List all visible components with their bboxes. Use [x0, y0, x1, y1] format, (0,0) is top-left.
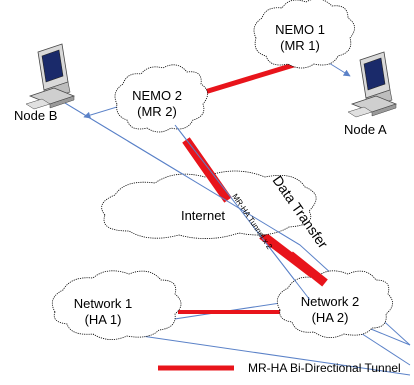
- tunnel-over-internet-a: [182, 137, 232, 203]
- computer-icon: [347, 51, 398, 118]
- computer-icon: [25, 43, 76, 110]
- cloud-network-2: Network 2 (HA 2): [276, 270, 393, 338]
- nemo2-line2: (MR 2): [137, 104, 177, 119]
- node-a: Node A: [344, 51, 398, 137]
- network1-line1: Network 1: [74, 296, 133, 311]
- internet-label: Internet: [181, 208, 225, 223]
- node-a-label: Node A: [344, 122, 387, 137]
- tunnel-nemo2-nemo1: [194, 61, 298, 98]
- network1-line2: (HA 1): [85, 312, 122, 327]
- network2-line1: Network 2: [301, 294, 360, 309]
- nemo1-line2: (MR 1): [280, 38, 320, 53]
- data-line-long-2: [174, 124, 411, 366]
- data-line-network-2: [134, 334, 411, 376]
- cloud-nemo-1: NEMO 1 (MR 1): [253, 0, 355, 69]
- cloud-network-1: Network 1 (HA 1): [51, 270, 182, 340]
- cloud-nemo-2: NEMO 2 (MR 2): [114, 64, 208, 133]
- cloud-internet: Internet: [101, 170, 317, 239]
- node-b-label: Node B: [14, 108, 57, 123]
- network2-line2: (HA 2): [312, 310, 349, 325]
- node-b: Node B: [14, 43, 76, 123]
- legend: MR-HA Bi-Directional Tunnel: [158, 361, 401, 375]
- data-line-crossing-2: [59, 99, 301, 246]
- legend-tunnel-label: MR-HA Bi-Directional Tunnel: [248, 361, 401, 375]
- data-line-crossing: [174, 124, 311, 301]
- nemo1-line1: NEMO 1: [275, 22, 325, 37]
- nemo2-line1: NEMO 2: [132, 88, 182, 103]
- tunnel-over-internet-b: [287, 251, 328, 287]
